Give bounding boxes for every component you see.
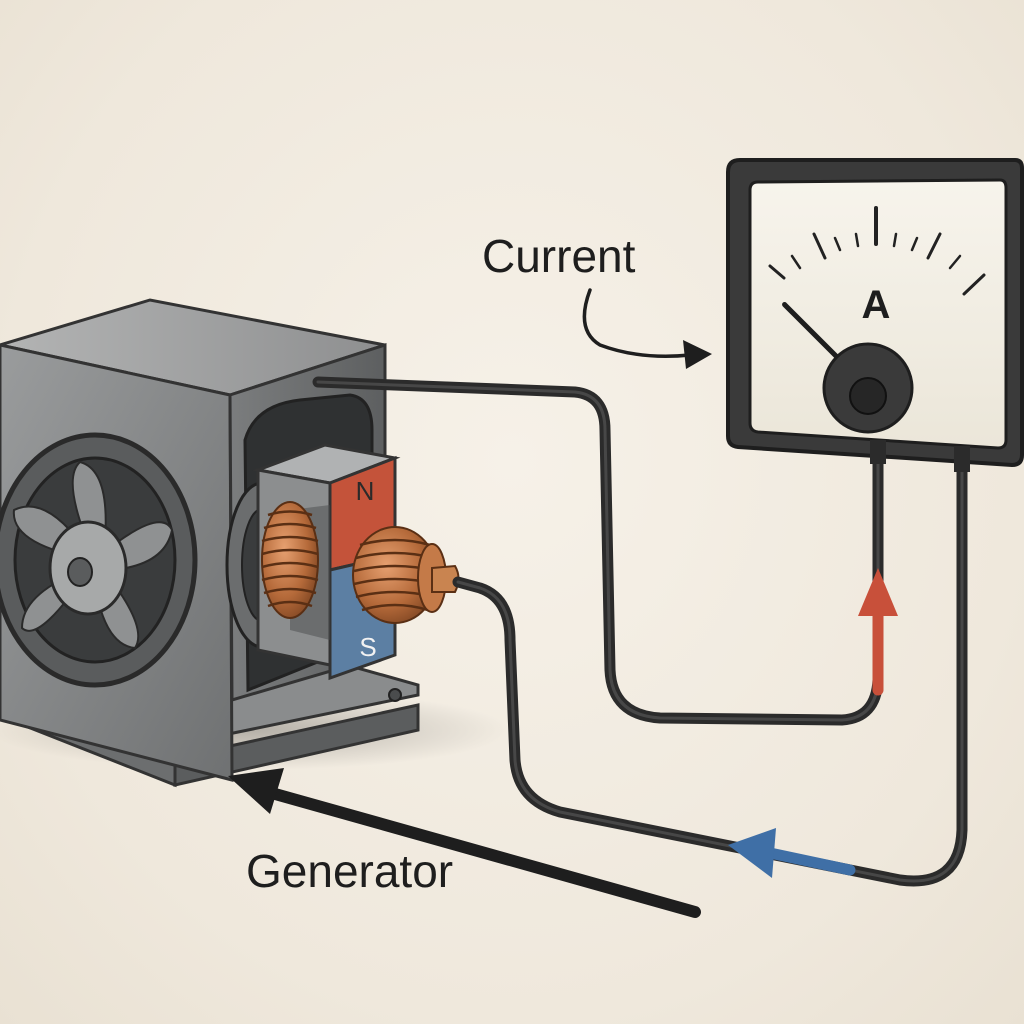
- coil-icon: [261, 501, 460, 624]
- current-label: Current: [482, 230, 636, 282]
- generator-callout-arrow-head: [228, 768, 284, 814]
- current-callout-line: [582, 288, 692, 358]
- fan-icon: [0, 432, 198, 688]
- wire-return-highlight: [456, 468, 964, 883]
- north-pole-label: N: [356, 476, 375, 506]
- wire-return: [452, 464, 968, 887]
- ammeter-scale: [768, 206, 986, 296]
- current-return-arrow-shaft: [764, 847, 856, 876]
- base-bolt-side: [388, 688, 402, 702]
- generator-base-side: [173, 703, 420, 787]
- ammeter-pivot-cap: [849, 377, 887, 415]
- generator-callout: Generator: [228, 768, 701, 918]
- circuit-wires: [312, 376, 968, 887]
- wire-out-highlight: [316, 380, 880, 722]
- current-callout: Current: [482, 230, 712, 369]
- generator-callout-arrow-shaft: [262, 786, 701, 918]
- current-return-arrow-head: [728, 828, 776, 878]
- south-pole-label: S: [359, 632, 376, 662]
- generator-label: Generator: [246, 845, 453, 897]
- ammeter-icon: A: [726, 158, 1024, 472]
- generator: [0, 298, 460, 788]
- ammeter-unit-label: A: [862, 283, 891, 327]
- ammeter-face: [748, 178, 1008, 450]
- current-callout-arrow-head: [683, 340, 712, 369]
- ammeter-terminal-right: [954, 446, 970, 472]
- ammeter-terminal-left: [870, 440, 886, 464]
- current-out-arrow-head: [858, 568, 898, 616]
